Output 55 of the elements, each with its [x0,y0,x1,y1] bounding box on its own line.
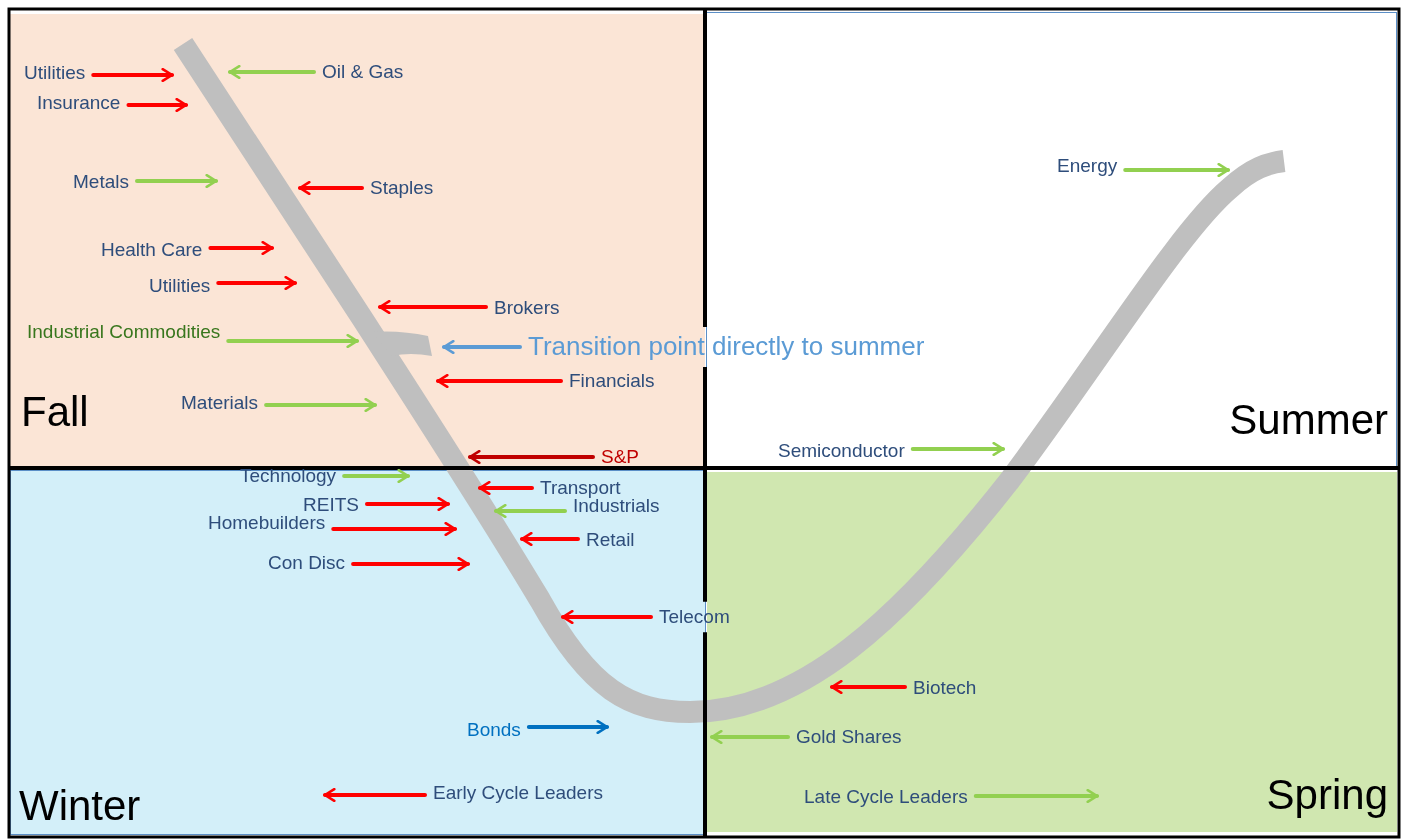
arrow [351,556,470,572]
arrow [710,729,790,745]
season-label: Summer [1229,396,1388,444]
sector-label: Oil & Gas [322,59,404,85]
arrow [1123,162,1230,178]
arrow [436,373,563,389]
arrow [298,180,364,196]
sector-label: Gold Shares [796,724,902,750]
arrow [216,275,297,291]
arrow [134,173,218,189]
sector-label: Utilities [24,60,86,86]
sector-label: Energy [1057,153,1118,179]
sector-label: Technology [240,463,337,489]
sector-label: Early Cycle Leaders [433,780,604,806]
season-label: Fall [21,388,89,436]
sector-label: Transition point directly to summer [528,330,925,364]
arrow [331,521,457,537]
arrow [561,609,653,625]
sector-label: Metals [73,169,129,195]
arrow [364,496,450,512]
sector-label: S&P [601,444,640,470]
arrow [468,449,595,465]
arrow [526,719,609,735]
sector-label: Industrial Commodities [27,319,221,345]
arrow [208,240,274,256]
season-label: Spring [1266,771,1388,819]
arrow [126,97,188,113]
sector-label: Semiconductor [778,438,905,464]
sector-label: Biotech [913,675,977,701]
arrow [226,333,359,349]
sector-label: Late Cycle Leaders [804,784,968,810]
sector-label: Con Disc [268,550,346,576]
sector-label: Retail [586,527,635,553]
season-label: Winter [19,782,141,830]
arrow [378,299,488,315]
sector-label: Staples [370,175,434,201]
arrow [973,788,1099,804]
arrow [910,441,1005,457]
arrow [830,679,907,695]
arrow [478,480,534,496]
sector-label: Health Care [101,237,203,263]
arrow [520,531,580,547]
arrow [494,503,567,519]
arrow [91,67,174,83]
sector-label: Materials [181,390,259,416]
sector-label: Utilities [149,273,211,299]
sector-label: Insurance [37,90,121,116]
sector-label: Financials [569,368,655,394]
arrow [442,339,522,355]
sector-label: Brokers [494,295,560,321]
arrow [323,787,427,803]
sector-label: Bonds [467,717,521,743]
arrow [342,468,410,484]
arrow [228,64,316,80]
arrow [264,397,377,413]
